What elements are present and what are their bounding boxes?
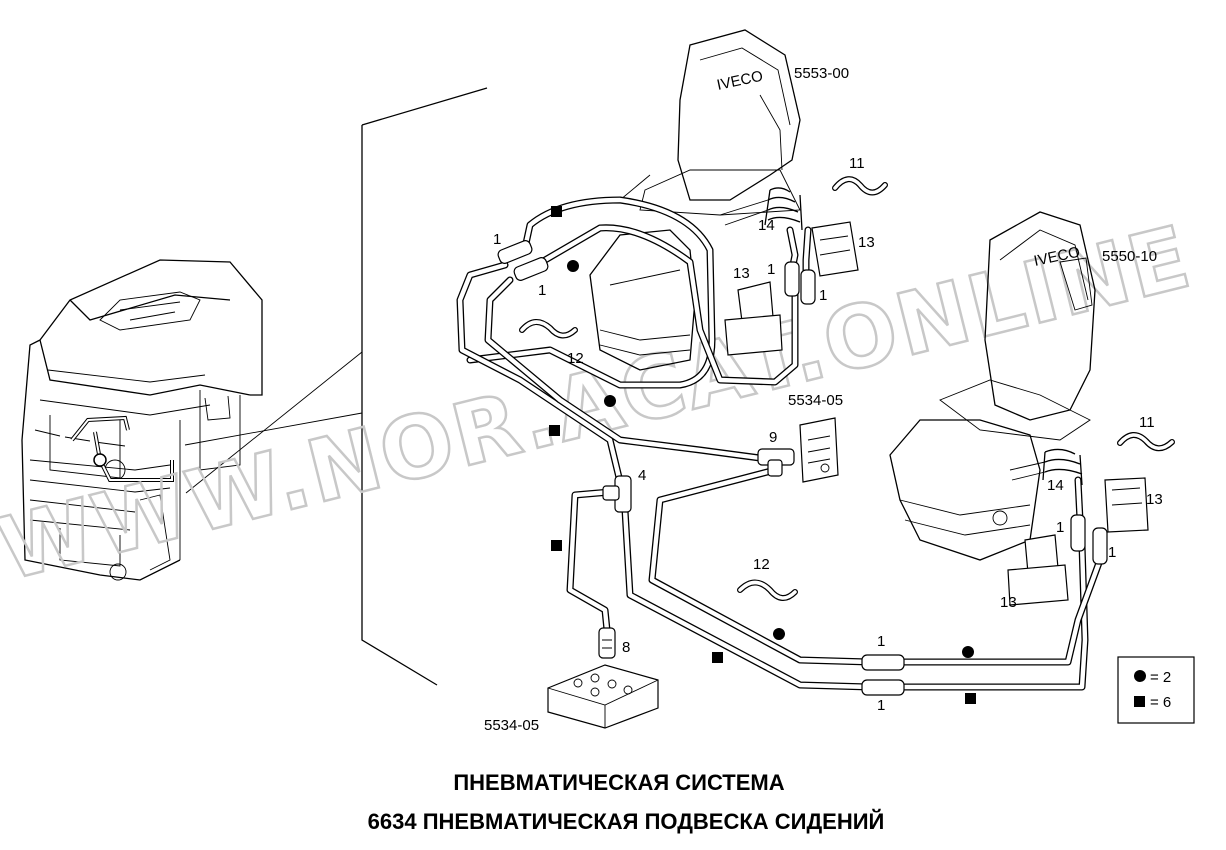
legend-circle-marker	[1134, 670, 1146, 682]
callout-1: 1	[538, 282, 546, 299]
label-valve-5534-05-right: 5534-05	[788, 392, 843, 409]
callout-1: 1	[877, 633, 885, 650]
callout-4: 4	[638, 467, 646, 484]
air-pipes	[456, 196, 1104, 691]
connector-1-bottom-b	[861, 679, 905, 696]
callout-1: 1	[877, 697, 885, 714]
detail-frame	[361, 87, 488, 686]
callout-13: 13	[858, 234, 875, 251]
circle-marker	[962, 646, 974, 658]
square-marker	[549, 425, 560, 436]
circle-marker	[567, 260, 579, 272]
clip-12-top	[519, 319, 578, 339]
legend-circle-value: = 2	[1150, 669, 1171, 686]
square-marker	[551, 206, 562, 217]
label-seat-5550-10: 5550-10	[1102, 248, 1157, 265]
label-valve-5534-05-bottom: 5534-05	[484, 717, 539, 734]
callout-11: 11	[1139, 414, 1155, 431]
circle-marker	[604, 395, 616, 407]
connector-1-bottom-a	[861, 654, 905, 671]
connector-1-seat-right-a	[1070, 514, 1086, 552]
callout-1: 1	[1056, 519, 1064, 536]
coil-14-right	[1009, 448, 1083, 486]
legend-square-marker	[1134, 696, 1145, 707]
bracket-13-right-lower	[1007, 534, 1069, 606]
callout-13: 13	[1146, 491, 1163, 508]
valve-5534-05-right	[799, 417, 839, 483]
legend: = 2 = 6	[1117, 656, 1195, 724]
callout-12: 12	[567, 350, 584, 367]
truck-cab-illustration	[21, 259, 363, 581]
square-marker	[965, 693, 976, 704]
coil-14-top	[719, 187, 803, 231]
callout-12: 12	[753, 556, 770, 573]
callout-1: 1	[1108, 544, 1116, 561]
callout-1: 1	[819, 287, 827, 304]
connector-1-seat-right-b	[1092, 527, 1108, 565]
bracket-13-top-left	[724, 281, 783, 356]
clip-11-top	[832, 176, 888, 196]
callout-1: 1	[493, 231, 501, 248]
callout-13: 13	[733, 265, 750, 282]
valve-8	[598, 627, 616, 659]
fittings	[497, 240, 1108, 696]
watermark: WWW.NOR.ACAT.ONLINE	[0, 206, 1202, 602]
connector-1-top-a	[497, 240, 533, 264]
valve-block-5534-05	[547, 664, 659, 729]
callout-14: 14	[758, 217, 775, 234]
diagram-title: ПНЕВМАТИЧЕСКАЯ СИСТЕМА	[453, 770, 784, 795]
legend-square-value: = 6	[1150, 694, 1171, 711]
pipe-markers	[549, 206, 976, 704]
t-fitting-9	[757, 448, 795, 477]
connector-1-top-b	[513, 257, 549, 281]
label-seat-5553-00: 5553-00	[794, 65, 849, 82]
clip-11-right	[1117, 432, 1175, 452]
callout-14: 14	[1047, 477, 1064, 494]
diagram-subtitle: 6634 ПНЕВМАТИЧЕСКАЯ ПОДВЕСКА СИДЕНИЙ	[368, 809, 885, 834]
clip-12-bottom	[737, 579, 798, 601]
callout-13: 13	[1000, 594, 1017, 611]
connector-1-seat-top-a	[784, 261, 800, 297]
t-fitting-4	[602, 475, 632, 513]
bracket-13-top-right	[811, 221, 859, 277]
connector-1-seat-top-b	[800, 269, 816, 305]
circle-marker	[773, 628, 785, 640]
square-marker	[712, 652, 723, 663]
seat-top-brand: IVECO	[715, 68, 764, 94]
callout-8: 8	[622, 639, 630, 656]
svg-text:WWW.NOR.ACAT.ONLINE: WWW.NOR.ACAT.ONLINE	[0, 207, 1201, 600]
square-marker	[551, 540, 562, 551]
callout-11: 11	[849, 155, 865, 172]
callout-9: 9	[769, 429, 777, 446]
callout-1: 1	[767, 261, 775, 278]
bracket-13-right-upper	[1104, 477, 1149, 533]
